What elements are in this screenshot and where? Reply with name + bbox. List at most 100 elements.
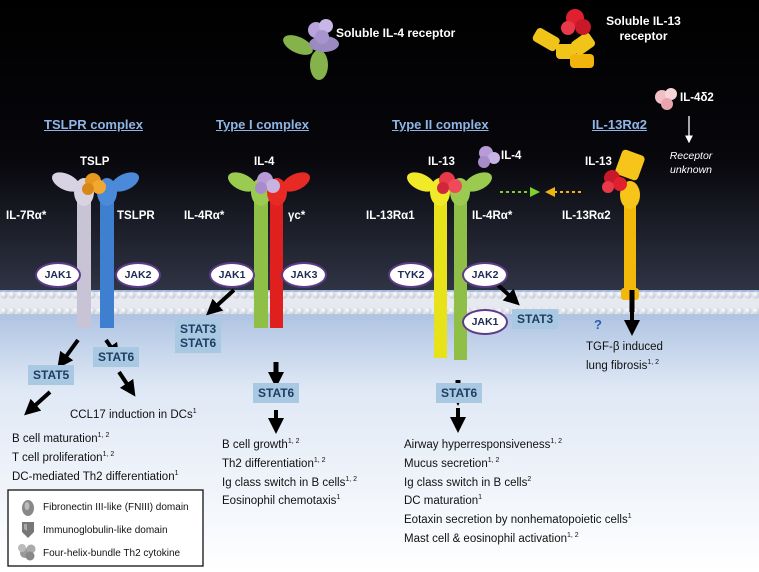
lipid-head xyxy=(480,291,488,299)
lipid-head xyxy=(616,307,624,315)
lipid-head xyxy=(672,291,680,299)
lipid-head xyxy=(200,291,208,299)
lipid-head xyxy=(152,291,160,299)
lipid-head xyxy=(568,291,576,299)
lipid-head xyxy=(712,307,720,315)
lipid-head xyxy=(520,291,528,299)
tslpr-label: TSLPR xyxy=(117,210,155,222)
lipid-head xyxy=(728,307,736,315)
lipid-head xyxy=(120,307,128,315)
lipid-head xyxy=(544,291,552,299)
lipid-head xyxy=(176,307,184,315)
tslp-label: TSLP xyxy=(80,156,110,168)
lipid-head xyxy=(408,291,416,299)
outcome-item: TGF-β induced xyxy=(586,341,663,353)
il4d2-label: IL-4δ2 xyxy=(680,92,714,104)
outcome-item: Mucus secretion1, 2 xyxy=(404,456,500,470)
stat3-type1: STAT3 xyxy=(180,322,217,336)
lipid-head xyxy=(344,307,352,315)
stat6-box-tslpr: STAT6 xyxy=(93,347,140,367)
lipid-head xyxy=(232,291,240,299)
lipid-head xyxy=(64,307,72,315)
type1-outcomes: B cell growth1, 2 Th2 differentiation1, … xyxy=(222,434,357,509)
lipid-head xyxy=(408,307,416,315)
lipid-head xyxy=(376,307,384,315)
arrow-jak2-stat3 xyxy=(494,281,520,306)
arrowhead-green xyxy=(530,187,540,197)
lipid-head xyxy=(424,291,432,299)
lipid-head xyxy=(584,291,592,299)
jak3-type1: JAK3 xyxy=(281,262,327,288)
lipid-head xyxy=(368,307,376,315)
receptor-unknown-label: Receptor unknown xyxy=(669,150,713,176)
lipid-head xyxy=(168,307,176,315)
lipid-head xyxy=(704,307,712,315)
lipid-head xyxy=(200,307,208,315)
lipid-head xyxy=(320,291,328,299)
lipid-head xyxy=(424,307,432,315)
lipid-head xyxy=(736,307,744,315)
stat6-box-type2: STAT6 xyxy=(436,383,483,403)
lipid-head xyxy=(64,291,72,299)
lipid-head xyxy=(472,291,480,299)
jak1-tslpr: JAK1 xyxy=(35,262,81,288)
lipid-head xyxy=(288,291,296,299)
lipid-head xyxy=(656,291,664,299)
outcome-item: Ig class switch in B cells1, 2 xyxy=(222,475,358,489)
gamma-c-label: γc* xyxy=(288,210,306,222)
lipid-head xyxy=(336,307,344,315)
soluble-il4-receptor-label: Soluble IL-4 receptor xyxy=(336,26,456,40)
lipid-head xyxy=(648,307,656,315)
tyk2-type2: TYK2 xyxy=(388,262,434,288)
header-type2-complex: Type II complex xyxy=(392,117,489,132)
il4-label: IL-4 xyxy=(254,156,275,168)
arrow-jak1-stat3 xyxy=(206,288,236,316)
outcome-item: Eosinophil chemotaxis1 xyxy=(222,494,341,508)
lipid-head xyxy=(184,307,192,315)
arrow-stat6-ccl17 xyxy=(117,370,136,397)
il4-delta2-cytokine-icon xyxy=(655,88,677,110)
lipid-head xyxy=(160,291,168,299)
lipid-head xyxy=(360,307,368,315)
lipid-head xyxy=(352,291,360,299)
lipid-head xyxy=(680,291,688,299)
stat6-box-type1: STAT6 xyxy=(253,383,300,403)
lipid-head xyxy=(608,307,616,315)
lipid-head xyxy=(224,307,232,315)
cytokine-icon xyxy=(18,544,36,561)
outcome-item: DC maturation1 xyxy=(404,494,483,508)
lipid-head xyxy=(696,307,704,315)
lipid-head xyxy=(584,307,592,315)
outcome-item: lung fibrosis1, 2 xyxy=(586,359,660,372)
lipid-head xyxy=(592,291,600,299)
lipid-head xyxy=(16,307,24,315)
lipid-head xyxy=(112,291,120,299)
lipid-head xyxy=(640,307,648,315)
lipid-head xyxy=(208,291,216,299)
lipid-head xyxy=(48,307,56,315)
lipid-head xyxy=(240,307,248,315)
lipid-head xyxy=(312,307,320,315)
lipid-head xyxy=(536,291,544,299)
lipid-head xyxy=(600,307,608,315)
lipid-head xyxy=(288,307,296,315)
lipid-head xyxy=(32,307,40,315)
stat5-box: STAT5 xyxy=(28,365,75,385)
lipid-head xyxy=(752,291,759,299)
legend-box xyxy=(7,489,204,567)
outcome-item: Ig class switch in B cells2 xyxy=(404,475,532,489)
lipid-head xyxy=(40,291,48,299)
lipid-head xyxy=(8,291,16,299)
lipid-head xyxy=(184,291,192,299)
lipid-head xyxy=(416,307,424,315)
il13ra2-receptor-graphic xyxy=(602,149,645,300)
il4ra-label: IL-4Rα* xyxy=(184,210,225,222)
outcome-item: B cell maturation1, 2 xyxy=(12,432,110,445)
il13ra2-outcome: TGF-β induced lung fibrosis1, 2 xyxy=(586,340,663,374)
lipid-head xyxy=(0,307,8,315)
lipid-head xyxy=(384,291,392,299)
lipid-head xyxy=(560,307,568,315)
outcome-item: DC-mediated Th2 differentiation1 xyxy=(12,469,179,483)
lipid-head xyxy=(216,291,224,299)
arrowhead-orange xyxy=(545,187,555,197)
